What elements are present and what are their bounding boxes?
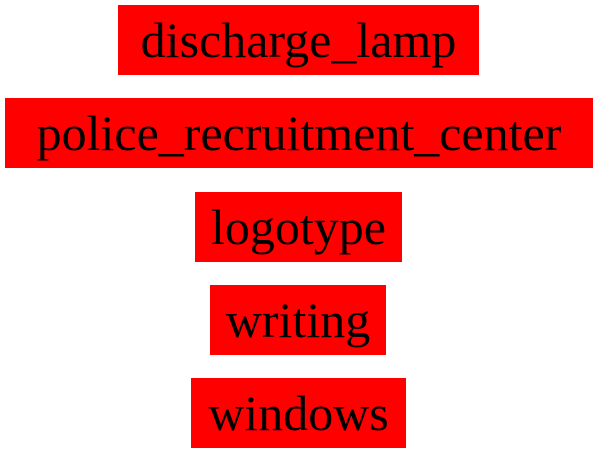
label-police-recruitment-center: police_recruitment_center [5,98,593,168]
label-windows: windows [191,378,406,448]
label-logotype: logotype [195,192,402,262]
label-discharge-lamp: discharge_lamp [118,5,479,75]
label-writing: writing [210,285,386,355]
